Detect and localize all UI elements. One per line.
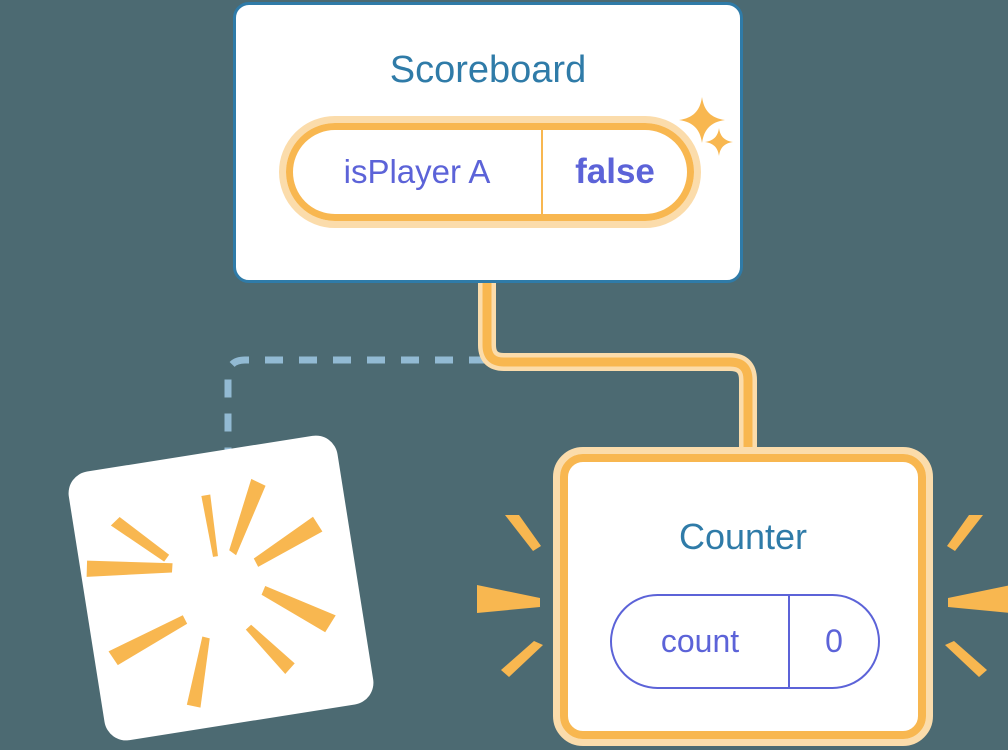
state-pill-scoreboard-body[interactable]: isPlayer A false <box>286 123 694 221</box>
sparkle-large-icon <box>679 97 725 143</box>
card-scoreboard[interactable]: Scoreboard isPlayer A false <box>233 2 743 283</box>
state-pill-counter[interactable]: count 0 <box>610 594 880 689</box>
state-key-count: count <box>612 596 790 687</box>
burst-rays-icon <box>86 478 336 708</box>
state-key-isplayer-a: isPlayer A <box>293 130 543 214</box>
state-value-count: 0 <box>825 623 843 659</box>
state-value-isplayer-a: false <box>575 152 655 191</box>
state-pill-scoreboard-glow <box>279 116 701 228</box>
state-pill-scoreboard[interactable]: isPlayer A false <box>279 116 701 228</box>
card-counter-title: Counter <box>678 516 808 557</box>
card-scoreboard-title: Scoreboard <box>389 49 587 91</box>
sparkle-small-icon <box>705 128 733 156</box>
card-counter-inner: Counter count 0 <box>560 454 926 739</box>
card-burst-placeholder[interactable] <box>65 432 377 744</box>
card-counter[interactable]: Counter count 0 <box>553 447 933 746</box>
